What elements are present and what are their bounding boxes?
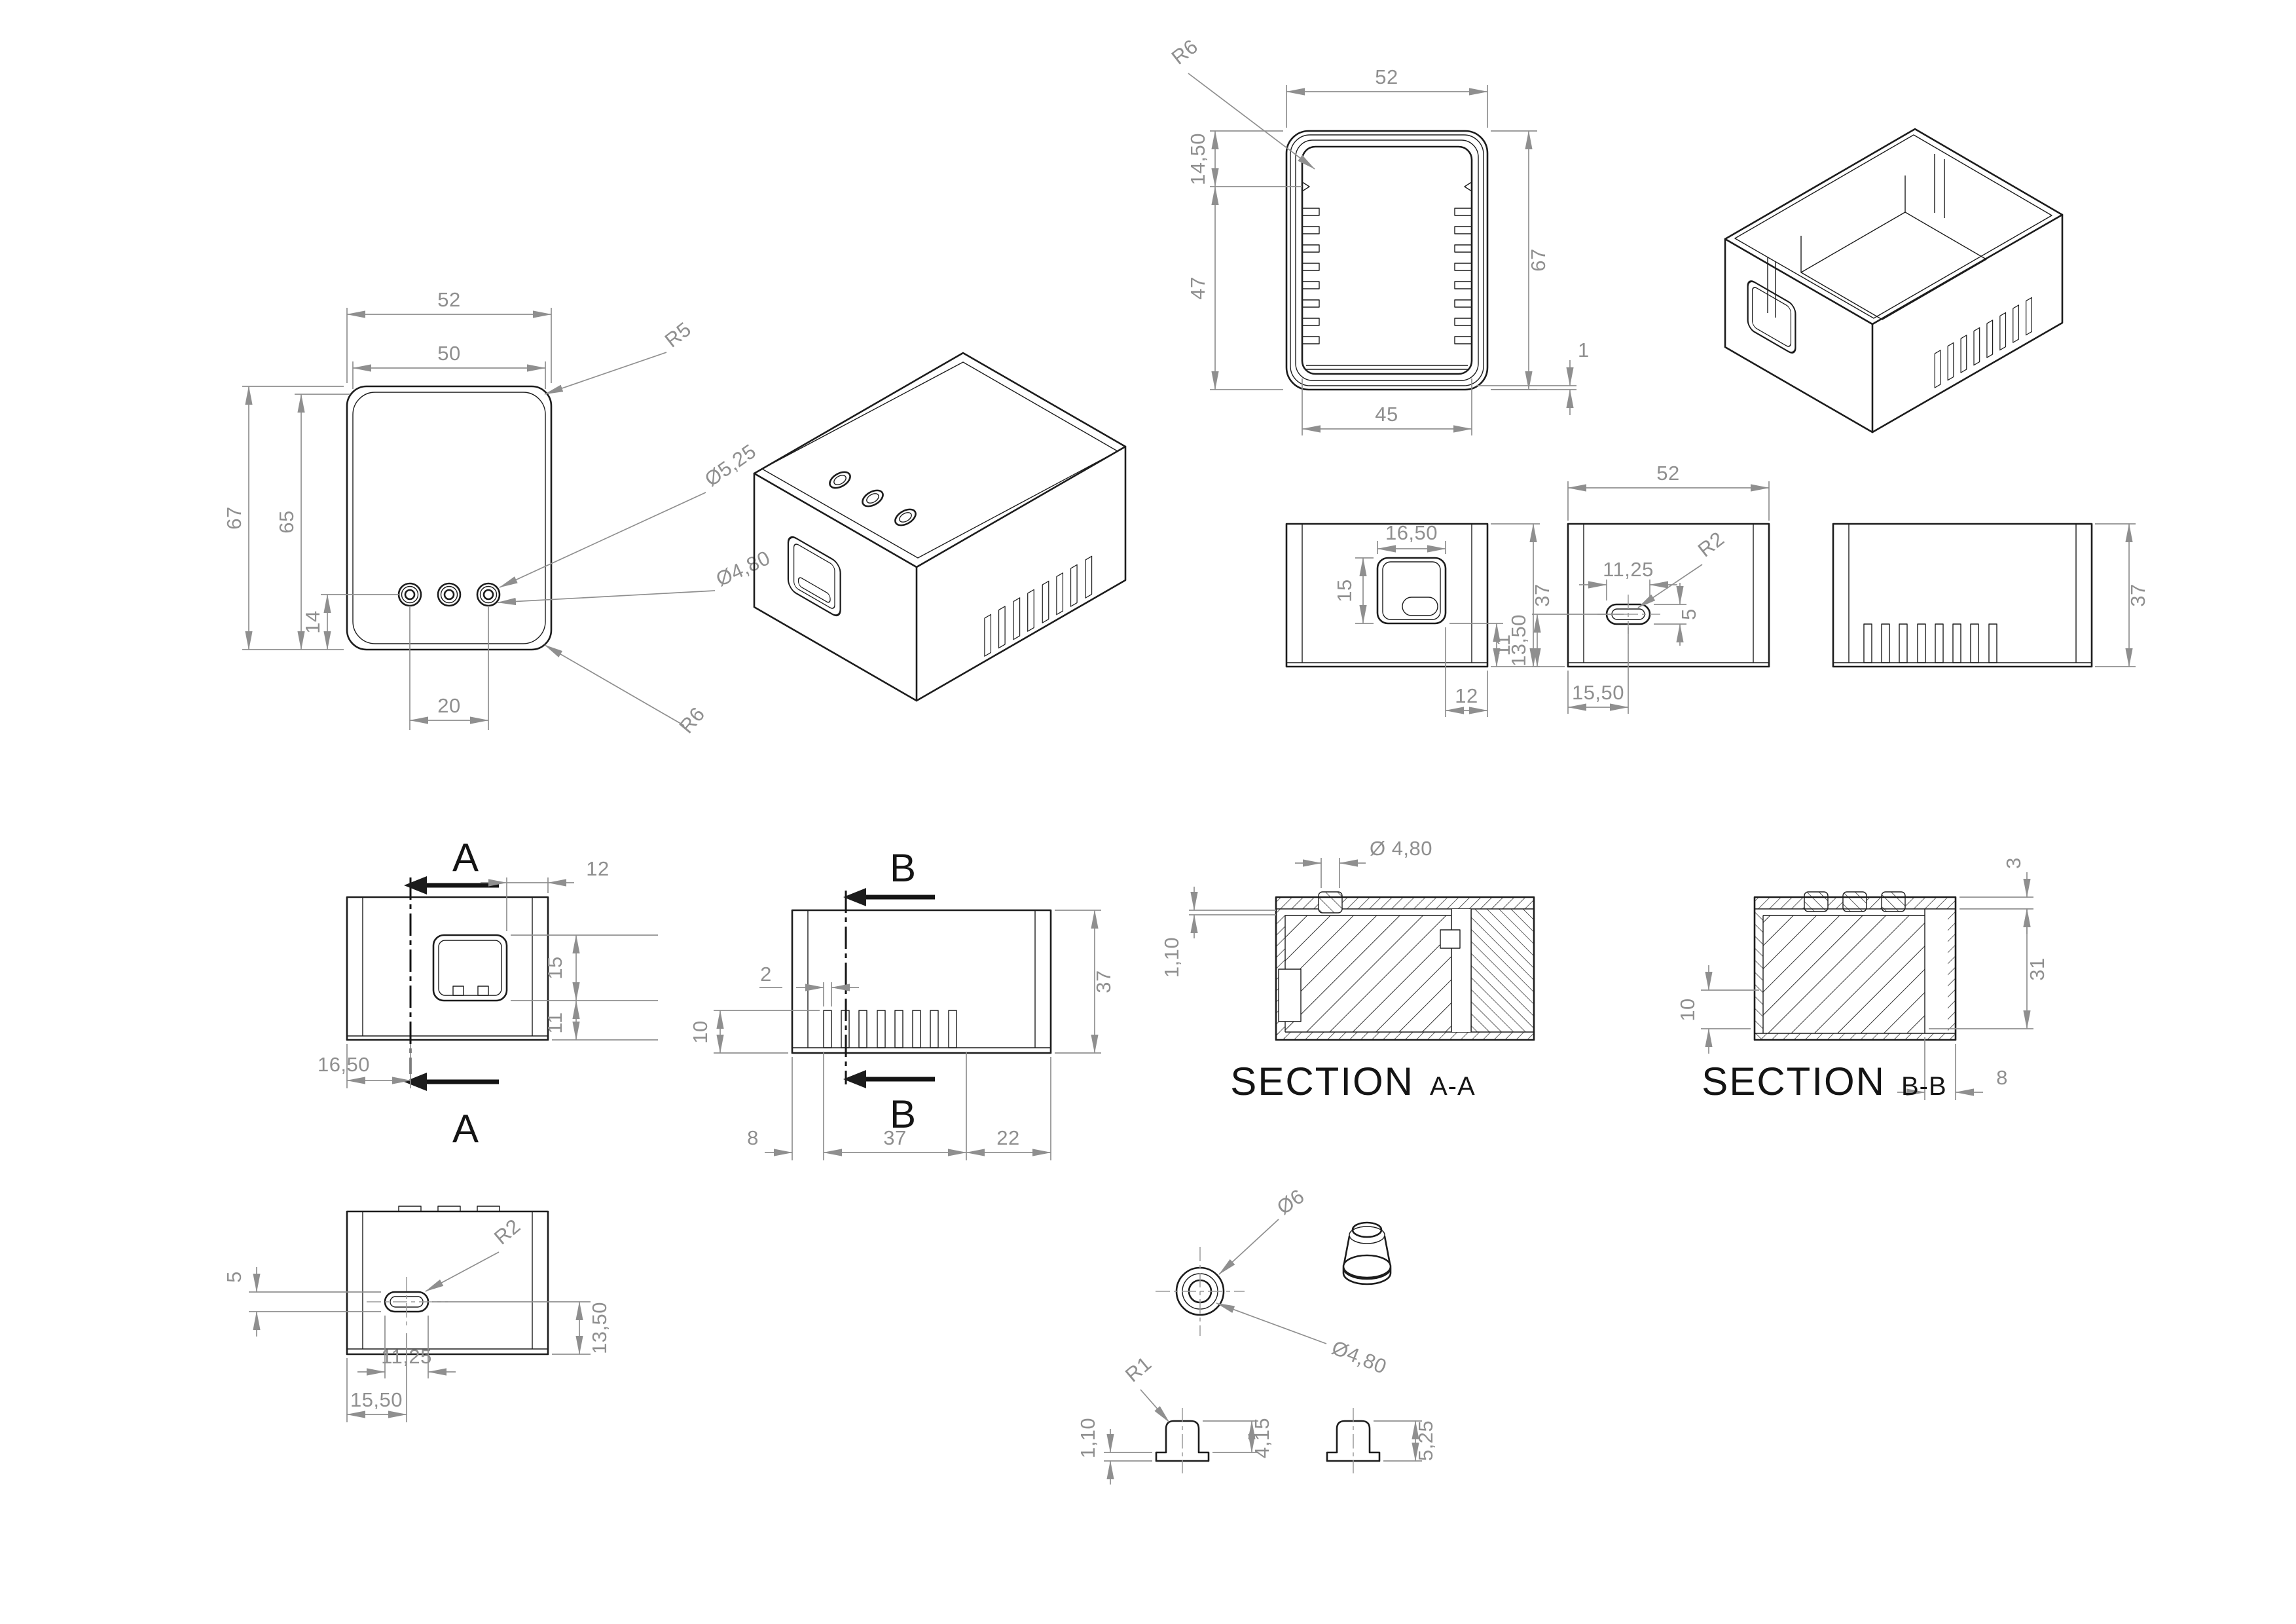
dim-r1: R1	[1121, 1352, 1156, 1386]
dim-1: 1	[1578, 339, 1590, 361]
view-section-a-a: Ø 4,80 1,10 SECTION A-A	[1160, 837, 1535, 1103]
dim-14: 14	[301, 610, 324, 633]
dim-110-aa: 1,10	[1160, 937, 1183, 978]
dim-1450: 14,50	[1186, 133, 1209, 185]
view-top-open-shell: R6 52 14,50 47 67 45 1	[1167, 35, 1590, 435]
dim-dia480: Ø4,80	[712, 546, 774, 591]
dim-dia480-aa: Ø 4,80	[1370, 837, 1432, 860]
section-arrow-a-bottom: A	[404, 1073, 499, 1151]
side-vent-slots	[1863, 623, 1997, 663]
dim-dia525: Ø5,25	[701, 439, 760, 491]
section-letter-a-bottom: A	[452, 1107, 480, 1151]
view-section-source-a: A A 12 15 11 16,50	[318, 836, 658, 1151]
dim-5-lid: 5	[223, 1271, 246, 1283]
section-letter-a-top: A	[452, 836, 480, 879]
dim-525: 5,25	[1414, 1420, 1437, 1461]
view-top-lid: 52 50 67 65 14 20 R5 Ø5,25 Ø4,80 R6	[223, 288, 774, 737]
label-bb: B-B	[1901, 1072, 1947, 1101]
section-arrow-b-bottom: B	[843, 1070, 935, 1136]
iso-top-holes	[829, 471, 917, 526]
section-b-b-label: SECTION B-B	[1702, 1060, 1946, 1103]
b-vent-slots	[823, 1010, 957, 1048]
dim-45: 45	[1375, 403, 1398, 426]
dim-dia480-det: Ø4,80	[1328, 1336, 1390, 1378]
section-letter-b-bottom: B	[890, 1092, 917, 1136]
dim-22-b: 22	[996, 1126, 1019, 1149]
dim-37-front: 37	[1531, 583, 1554, 606]
dim-1650-a: 16,50	[318, 1053, 370, 1076]
grommet-isometric	[1342, 1221, 1392, 1285]
section-letter-b-top: B	[890, 846, 917, 890]
dim-5-back: 5	[1677, 608, 1700, 620]
section-arrow-b-top: B	[843, 846, 935, 906]
view-front-lid: R2 5 11,25 15,50 13,50	[223, 1206, 611, 1422]
dim-37-b2: 37	[883, 1126, 906, 1149]
dim-8-bb: 8	[1996, 1066, 2008, 1089]
dim-dia6: Ø6	[1273, 1185, 1309, 1219]
dim-67-shell: 67	[1527, 248, 1550, 271]
dim-1350-lid: 13,50	[588, 1302, 611, 1354]
view-front-shell: 16,50 15 11 37 12	[1285, 521, 1554, 717]
dim-11-a: 11	[543, 1012, 566, 1033]
view-section-source-b: B B 2 10 37 8 37 22	[689, 846, 1115, 1160]
inner-vent-stubs	[1302, 208, 1472, 344]
dim-37-side: 37	[2126, 583, 2149, 606]
view-isometric-assembled	[753, 352, 1127, 702]
dim-3-bb: 3	[2002, 857, 2025, 869]
section-a-a-label: SECTION A-A	[1230, 1060, 1476, 1103]
view-isometric-open-shell	[1724, 128, 2064, 434]
dim-12-front: 12	[1455, 684, 1478, 707]
dim-52-shell: 52	[1375, 65, 1398, 88]
iso-open-usb-opening	[1747, 280, 1796, 354]
dim-r6-shell: R6	[1167, 35, 1203, 69]
dim-20: 20	[437, 694, 460, 717]
label-section-bb: SECTION	[1702, 1060, 1886, 1103]
dim-37-b: 37	[1092, 970, 1115, 993]
iso-open-vent-slots	[1934, 297, 2032, 388]
dim-67: 67	[223, 506, 246, 529]
dim-52: 52	[437, 288, 460, 311]
lid-holes	[397, 582, 501, 607]
section-arrow-a-top: A	[404, 836, 499, 895]
dim-1350-back: 13,50	[1507, 614, 1530, 667]
iso-usb-opening	[787, 536, 841, 617]
dim-15-a: 15	[543, 956, 566, 979]
dim-12-a: 12	[586, 857, 609, 880]
dim-415: 4,15	[1250, 1418, 1273, 1458]
section-a-button	[1318, 891, 1343, 913]
dim-110-det: 1,10	[1076, 1418, 1099, 1458]
section-b-buttons	[1804, 891, 1906, 912]
dim-r5: R5	[661, 318, 696, 352]
view-side-shell: 37	[1832, 523, 2149, 668]
view-grommet-detail: Ø6 Ø4,80 R1 1,10 4,15	[1076, 1185, 1437, 1485]
grommet-front-2: 5,25	[1326, 1408, 1437, 1473]
dim-8-b: 8	[747, 1126, 759, 1149]
dim-11-front: 11	[1491, 634, 1514, 655]
dim-50: 50	[437, 342, 460, 365]
dim-15-front: 15	[1333, 579, 1356, 602]
view-section-b-b: 3 31 10 8 SECTION B-B	[1676, 857, 2049, 1103]
dim-r2-back: R2	[1694, 527, 1729, 562]
dim-r2-lid: R2	[490, 1214, 525, 1249]
label-aa: A-A	[1430, 1072, 1476, 1101]
dim-10-b: 10	[689, 1020, 712, 1043]
dim-1650-front: 16,50	[1385, 521, 1438, 544]
grommet-front-1: R1 1,10 4,15	[1076, 1352, 1273, 1485]
view-back-shell: 52 R2 11,25 5 13,50 15,50	[1507, 462, 1770, 714]
dim-47: 47	[1186, 276, 1209, 299]
dim-r6: R6	[675, 703, 710, 738]
dim-10-bb: 10	[1676, 998, 1699, 1021]
dim-1550-lid: 15,50	[350, 1388, 403, 1411]
dim-65: 65	[275, 510, 298, 533]
dim-31-bb: 31	[2026, 957, 2049, 980]
iso-vent-slots	[984, 555, 1093, 657]
dim-1550-back: 15,50	[1572, 681, 1624, 704]
dim-1125-back: 11,25	[1603, 558, 1654, 581]
dim-2-b: 2	[760, 963, 772, 986]
dim-52-back: 52	[1656, 462, 1679, 485]
label-section-aa: SECTION	[1230, 1060, 1414, 1103]
